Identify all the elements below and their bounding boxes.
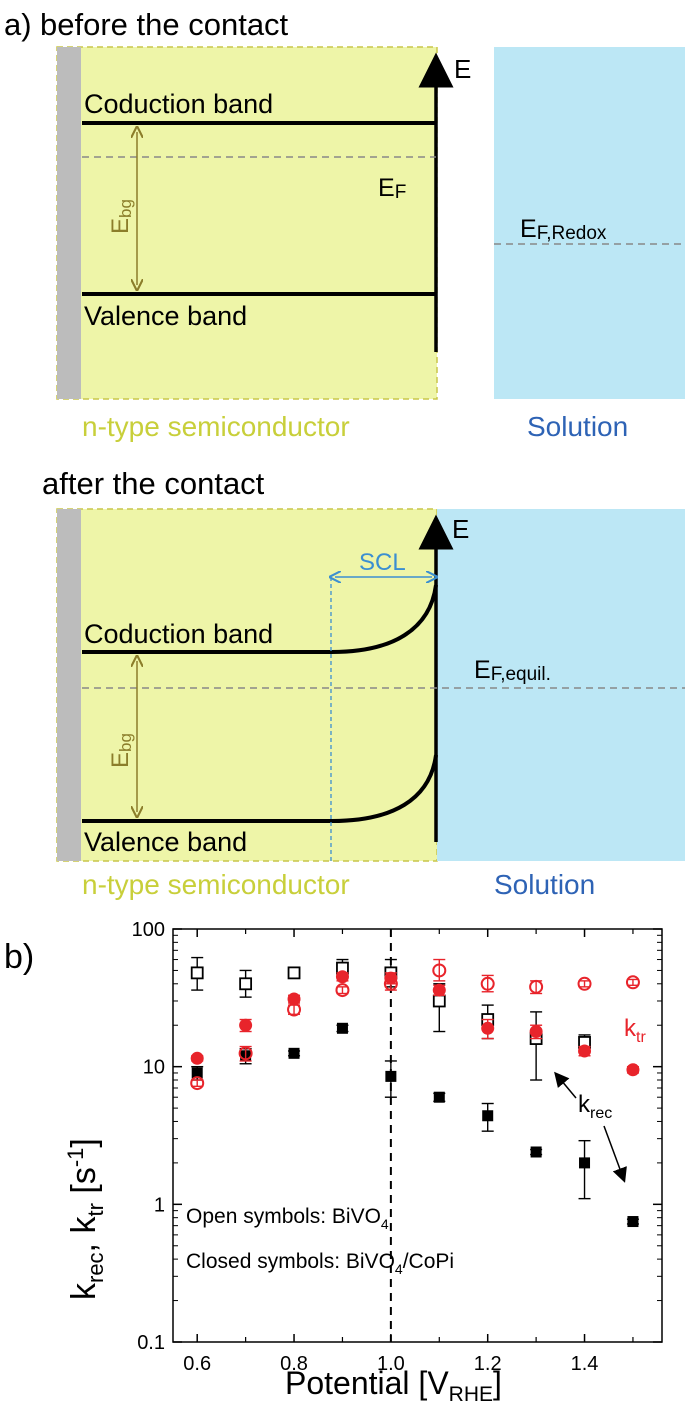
data-point bbox=[577, 976, 592, 991]
title-after-contact: after the contact bbox=[42, 466, 265, 501]
redox-level-label: EF,Redox bbox=[520, 215, 607, 244]
data-point bbox=[627, 1216, 639, 1228]
y-tick-label: 10 bbox=[143, 1057, 165, 1079]
x-tick-label: 1.2 bbox=[474, 1353, 502, 1375]
valence-band-label-after: Valence band bbox=[84, 827, 247, 857]
solution-region-after bbox=[437, 509, 685, 861]
band-gap-label-before: Ebg bbox=[107, 199, 135, 234]
data-point bbox=[384, 971, 398, 985]
fermi-level-label: EF bbox=[378, 174, 406, 203]
scl-label: SCL bbox=[359, 549, 406, 576]
series-open-circle bbox=[190, 958, 640, 1091]
data-point bbox=[335, 970, 349, 984]
data-point bbox=[190, 1051, 204, 1065]
metal-contact-after bbox=[57, 509, 81, 861]
energy-label-after: E bbox=[452, 514, 469, 544]
legend-open-symbols: Open symbols: BiVO4 bbox=[186, 1205, 389, 1232]
equilibrium-fermi-label: EF,equil. bbox=[474, 656, 551, 685]
data-point bbox=[432, 963, 447, 978]
data-point bbox=[432, 983, 446, 997]
data-point bbox=[432, 994, 446, 1008]
data-point bbox=[529, 1025, 543, 1039]
data-point bbox=[335, 983, 350, 998]
x-tick-label: 1.4 bbox=[571, 1353, 599, 1375]
krec-arrow-icon-2 bbox=[603, 1125, 627, 1183]
data-point bbox=[336, 1022, 348, 1034]
conduction-band-label-before: Coduction band bbox=[84, 89, 273, 119]
x-tick-label: 1.0 bbox=[377, 1353, 405, 1375]
panel-a-label: a) bbox=[4, 7, 32, 42]
data-point bbox=[625, 975, 640, 990]
data-point bbox=[578, 1044, 592, 1058]
data-point bbox=[480, 976, 495, 991]
y-tick-label: 100 bbox=[132, 919, 165, 941]
semiconductor-label-after: n-type semiconductor bbox=[82, 869, 350, 900]
data-point bbox=[191, 1067, 203, 1079]
data-point bbox=[238, 1046, 253, 1061]
data-point bbox=[288, 1047, 300, 1059]
data-point bbox=[530, 1146, 542, 1158]
y-axis-label: krec, ktr [s-1] bbox=[63, 1138, 108, 1300]
data-point bbox=[579, 1157, 591, 1169]
data-point bbox=[482, 1110, 494, 1122]
y-tick-label: 0.1 bbox=[137, 1332, 165, 1354]
conduction-band-label-after: Coduction band bbox=[84, 619, 273, 649]
metal-contact-before bbox=[57, 47, 81, 399]
y-tick-label: 1 bbox=[154, 1194, 165, 1216]
data-point bbox=[385, 1070, 397, 1082]
plot-frame bbox=[172, 928, 663, 1343]
valence-band-label-before: Valence band bbox=[84, 301, 247, 331]
title-before-contact: before the contact bbox=[40, 7, 289, 42]
data-point bbox=[626, 1063, 640, 1077]
semiconductor-label-before: n-type semiconductor bbox=[82, 411, 350, 442]
krec-arrow-icon-1 bbox=[554, 1071, 577, 1099]
data-point bbox=[433, 1091, 445, 1103]
conduction-band-line-after bbox=[82, 584, 438, 654]
x-axis-label: Potential [VRHE] bbox=[285, 1365, 502, 1404]
data-point bbox=[287, 966, 301, 980]
data-point bbox=[287, 992, 301, 1006]
annotation-krec: krec bbox=[578, 1091, 612, 1122]
semiconductor-region-before bbox=[56, 46, 438, 400]
solution-label-after: Solution bbox=[494, 869, 595, 900]
band-gap-label-after: Ebg bbox=[107, 733, 135, 768]
data-point bbox=[190, 1076, 205, 1091]
legend-closed-symbols: Closed symbols: BiVO4/CoPi bbox=[186, 1250, 454, 1277]
series-filled-square bbox=[191, 1022, 639, 1228]
data-point bbox=[481, 1021, 495, 1035]
x-tick-label: 0.8 bbox=[280, 1353, 308, 1375]
energy-label-before: E bbox=[454, 54, 471, 84]
annotation-ktr: ktr bbox=[624, 1015, 646, 1046]
solution-region-before bbox=[494, 47, 685, 399]
series-filled-circle bbox=[190, 970, 640, 1077]
data-point bbox=[529, 979, 544, 994]
data-point bbox=[239, 977, 253, 991]
valence-band-line-after bbox=[82, 754, 438, 823]
panel-b-label: b) bbox=[4, 938, 34, 976]
rate-constant-plot: 0.6 0.8 1.0 1.2 1.4 0.1 1 10 100 bbox=[132, 919, 663, 1375]
x-tick-label: 0.6 bbox=[183, 1353, 211, 1375]
data-point bbox=[239, 1018, 253, 1032]
solution-label-before: Solution bbox=[527, 411, 628, 442]
semiconductor-region-after bbox=[56, 508, 438, 862]
data-point bbox=[190, 966, 204, 980]
